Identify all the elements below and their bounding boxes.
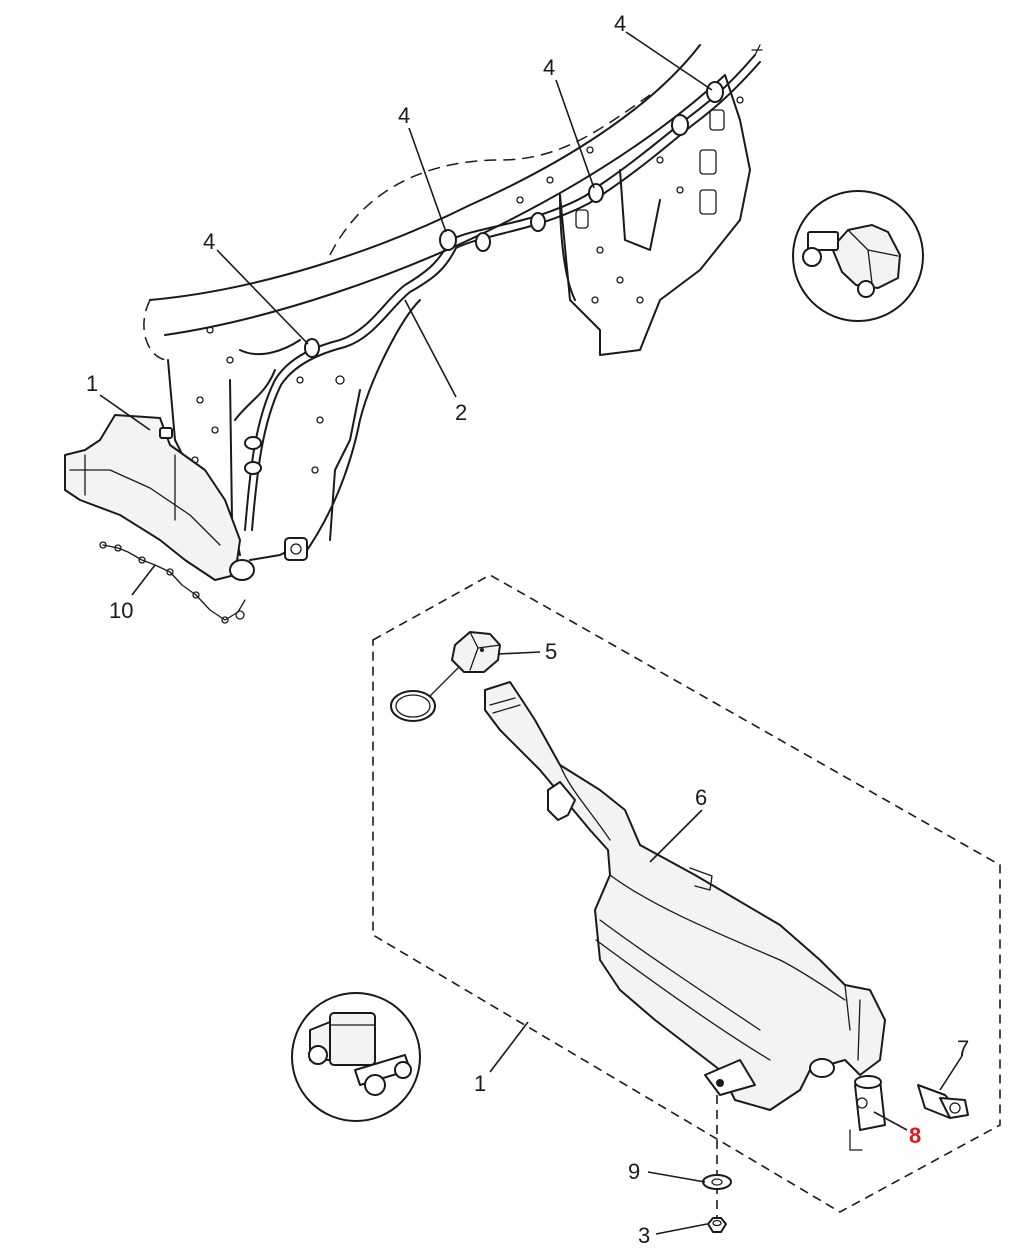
callout-5-cap: 5 [545, 639, 557, 664]
installed-washer-reservoir [64, 414, 308, 581]
callout-labels: 4 4 4 4 1 2 10 5 6 1 7 8 9 3 [86, 11, 969, 1248]
callout-10-harness: 10 [109, 598, 133, 623]
callout-4-left: 4 [203, 229, 215, 254]
callout-9-washer: 9 [628, 1159, 640, 1184]
callout-4-center: 4 [398, 103, 410, 128]
wiring-harness [99, 541, 246, 624]
callout-7-grommet: 7 [957, 1036, 969, 1061]
callout-1-lower: 1 [474, 1071, 486, 1096]
callout-4-top-right: 4 [614, 11, 626, 36]
truck-locator-icon-rear [291, 992, 421, 1122]
leader-lines [99, 31, 963, 1235]
callout-2-hose: 2 [455, 400, 467, 425]
pump-grommet [917, 1084, 969, 1119]
exploded-view-boundary [372, 574, 1001, 1213]
washer-and-nut [702, 1095, 732, 1233]
callout-4-upper-mid: 4 [543, 55, 555, 80]
reservoir-cap [390, 631, 501, 722]
callout-8-pump: 8 [909, 1123, 921, 1148]
vehicle-frame-outline [143, 44, 751, 561]
truck-locator-icon-front [792, 190, 924, 322]
hose-clips [244, 81, 724, 475]
washer-tank [484, 681, 886, 1111]
callout-1-upper: 1 [86, 371, 98, 396]
callout-6-tank: 6 [695, 785, 707, 810]
washer-pump [849, 1075, 886, 1151]
callout-3-nut: 3 [638, 1223, 650, 1248]
